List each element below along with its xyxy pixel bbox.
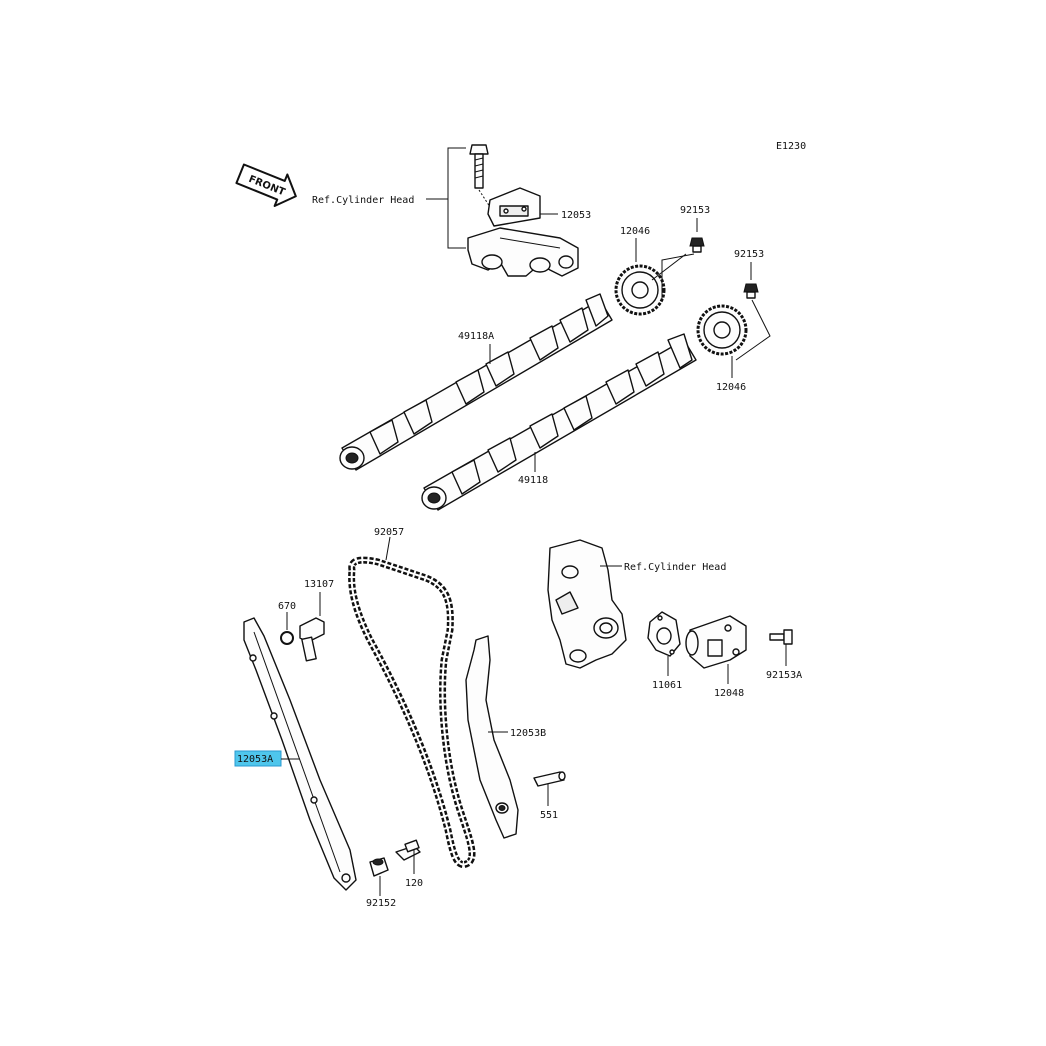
label-12048: 12048 (714, 688, 744, 699)
diagram-code: E1230 (776, 141, 806, 152)
cap-bolt (469, 144, 489, 189)
label-11061: 11061 (652, 680, 682, 691)
camshaft-49118A (339, 293, 613, 471)
label-92153A: 92153A (766, 670, 802, 681)
pin-551 (533, 771, 566, 787)
front-arrow-icon: FRONT (235, 163, 297, 208)
tensioner-12048 (685, 615, 747, 669)
top-chain-guide (487, 187, 541, 227)
chain-guide-12053B (465, 635, 519, 839)
label-49118A: 49118A (458, 331, 494, 342)
label-120: 120 (405, 878, 423, 889)
label-49118: 49118 (518, 475, 548, 486)
camshaft-cap (467, 227, 579, 277)
bolt-92153-upper (689, 237, 705, 253)
cylinder-head-section (547, 539, 627, 669)
gasket-11061 (647, 611, 681, 657)
label-92153-upper: 92153 (680, 205, 710, 216)
label-12053B: 12053B (510, 728, 546, 739)
label-92153-lower: 92153 (734, 249, 764, 260)
cam-chain (348, 556, 476, 868)
bolt-13107 (299, 617, 325, 662)
bolt-92153-lower (743, 283, 759, 299)
washer-670 (280, 631, 294, 645)
label-92057: 92057 (374, 527, 404, 538)
bolt-92153A (769, 629, 793, 645)
label-12046-upper: 12046 (620, 226, 650, 237)
label-12053: 12053 (561, 210, 591, 221)
chain-guide-12053A (243, 617, 357, 891)
bolt-120 (395, 839, 421, 861)
collar-92152 (369, 857, 389, 877)
label-670: 670 (278, 601, 296, 612)
label-92152: 92152 (366, 898, 396, 909)
ref-cylinder-head-top: Ref.Cylinder Head (312, 195, 414, 206)
label-13107: 13107 (304, 579, 334, 590)
sprocket-upper (614, 264, 666, 316)
sprocket-lower (696, 304, 748, 356)
camshaft-49118 (421, 333, 697, 511)
label-12046-lower: 12046 (716, 382, 746, 393)
label-551: 551 (540, 810, 558, 821)
ref-cylinder-head-mid: Ref.Cylinder Head (624, 562, 726, 573)
label-12053A[interactable]: 12053A (237, 754, 273, 765)
